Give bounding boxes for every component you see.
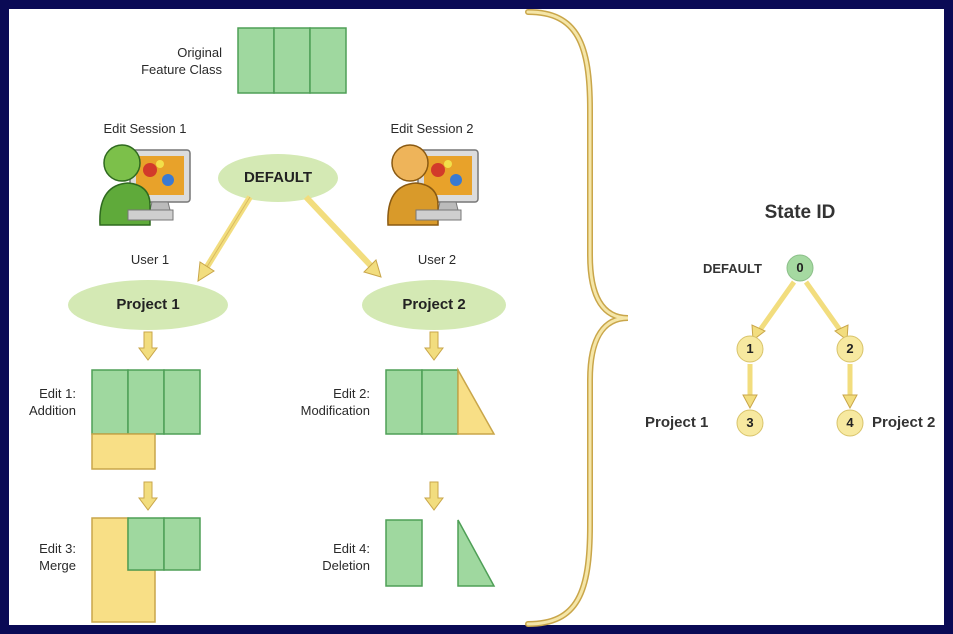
arrowhead-project1: [197, 261, 215, 282]
edit-1-type: Addition: [29, 403, 76, 418]
edit-4-label: Edit 4: Deletion: [290, 540, 370, 574]
original-cell-3: [309, 27, 347, 94]
state-leaf-left-label: Project 1: [645, 414, 709, 431]
edit-session-1-title: Edit Session 1: [103, 121, 187, 136]
state-node-3: [736, 409, 764, 437]
down-arrow: [138, 331, 444, 511]
state-root-label: DEFAULT: [703, 261, 762, 276]
state-node-4: [836, 409, 864, 437]
edit-session-2-title: Edit Session 2: [390, 121, 474, 136]
edit-3-title: Edit 3:: [39, 541, 76, 556]
edit-3-label: Edit 3: Merge: [10, 540, 76, 574]
state-node-1-label: 1: [746, 341, 754, 356]
edit-1-title: Edit 1:: [39, 386, 76, 401]
state-id-title: State ID: [764, 202, 836, 223]
edit-3-graphic: [91, 517, 201, 623]
project-1-label: Project 1: [116, 296, 180, 313]
edit-4-type: Deletion: [322, 558, 370, 573]
project-1-oval: [68, 280, 228, 330]
state-node-1: [736, 335, 764, 363]
user-1-computer-icon: [99, 144, 191, 226]
edit-2-title: Edit 2:: [333, 386, 370, 401]
arrowhead-project2: [363, 259, 382, 278]
original-label: Original Feature Class: [140, 44, 222, 78]
user-1-label: User 1: [130, 252, 170, 267]
edit-2-graphic: [385, 367, 496, 435]
state-node-2-label: 2: [846, 341, 854, 356]
edit-1-graphic: [91, 369, 201, 470]
state-node-2: [836, 335, 864, 363]
default-oval: [218, 154, 338, 202]
edit-2-label: Edit 2: Modification: [270, 385, 370, 419]
edit-1-label: Edit 1: Addition: [10, 385, 76, 419]
original-cell-2: [273, 27, 311, 94]
state-node-4-label: 4: [846, 415, 854, 430]
edit-4-graphic: [385, 519, 496, 587]
user-2-label: User 2: [417, 252, 457, 267]
state-leaf-right-label: Project 2: [872, 414, 936, 431]
state-tree: [736, 254, 864, 437]
curly-brace: [525, 9, 629, 627]
project-2-oval: [362, 280, 506, 330]
original-feature-class: [237, 27, 347, 94]
edit-3-type: Merge: [39, 558, 76, 573]
state-node-0-label: 0: [796, 260, 804, 275]
state-node-3-label: 3: [746, 415, 754, 430]
original-cell-1: [237, 27, 275, 94]
edit-2-type: Modification: [300, 403, 370, 418]
arrow-default-to-project2: [303, 194, 375, 270]
original-label-line2: Feature Class: [141, 62, 222, 77]
user-2-computer-icon: [387, 144, 479, 226]
project-2-label: Project 2: [402, 296, 466, 313]
original-label-line1: Original: [177, 45, 222, 60]
edit-4-title: Edit 4:: [333, 541, 370, 556]
state-node-0: [786, 254, 814, 282]
default-oval-label: DEFAULT: [243, 169, 313, 186]
